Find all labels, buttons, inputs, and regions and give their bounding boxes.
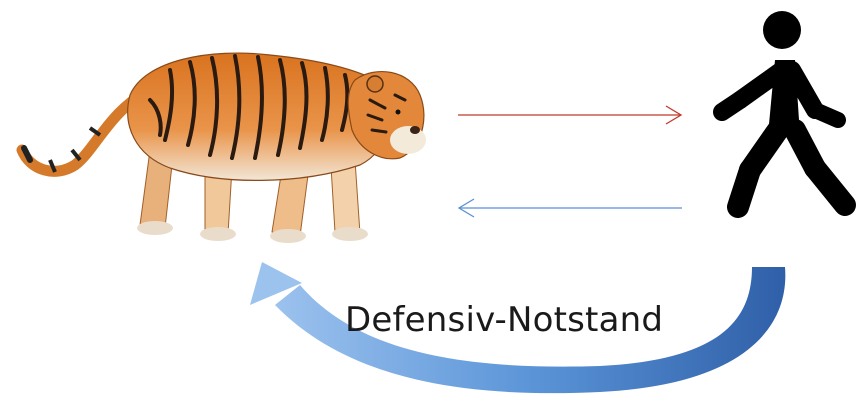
arrow-tiger-to-person [458, 105, 683, 125]
curved-arrow-person-to-tiger [250, 262, 786, 394]
tiger-icon [16, 52, 426, 243]
arrow-person-to-tiger [457, 198, 682, 218]
walking-person-icon [713, 11, 856, 218]
diagram-label: Defensiv-Notstand [345, 300, 664, 340]
